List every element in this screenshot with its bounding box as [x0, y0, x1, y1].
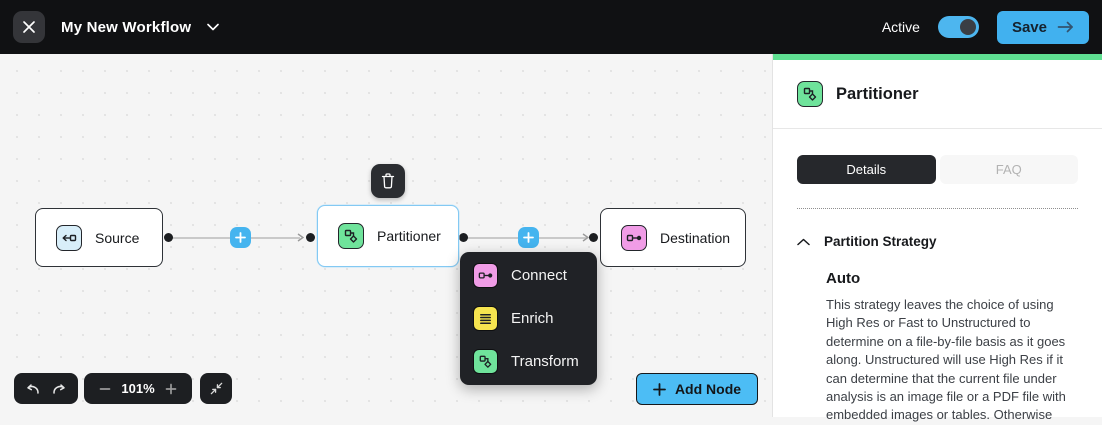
save-label: Save [1011, 18, 1047, 36]
edge-arrowhead-icon [582, 233, 589, 242]
transform-icon [473, 349, 498, 374]
add-node-button[interactable]: Add Node [636, 373, 758, 405]
menu-item-enrich[interactable]: Enrich [460, 297, 597, 340]
edge-handle-dot[interactable] [164, 233, 173, 242]
chevron-down-icon[interactable] [207, 23, 220, 31]
partitioner-icon [797, 81, 823, 107]
trash-icon [381, 173, 395, 189]
menu-item-label: Enrich [511, 310, 554, 327]
zoom-out-button[interactable] [91, 373, 119, 404]
menu-item-label: Connect [511, 267, 567, 284]
edge-arrowhead-icon [297, 233, 304, 242]
strategy-description: This strategy leaves the choice of using… [826, 297, 1066, 423]
source-icon [56, 224, 82, 251]
zoom-controls: 101% [84, 373, 192, 404]
add-node-between-button[interactable] [518, 227, 539, 248]
workflow-title: My New Workflow [61, 18, 192, 36]
fit-view-controls [200, 373, 232, 404]
save-button[interactable]: Save [996, 10, 1089, 44]
menu-item-transform[interactable]: Transform [460, 340, 597, 383]
node-settings-panel: Partitioner Details FAQ Partition Strate… [772, 54, 1102, 422]
topbar: My New Workflow Active Save [0, 0, 1102, 54]
undo-icon [27, 384, 39, 394]
node-label: Source [95, 229, 140, 246]
plus-icon [165, 383, 177, 394]
dotted-divider [797, 208, 1078, 209]
toggle-knob [959, 19, 976, 35]
plus-icon [235, 232, 246, 243]
menu-item-label: Transform [511, 353, 579, 370]
workflow-canvas[interactable]: Source Partitioner Destination [0, 54, 772, 417]
panel-accent-strip [773, 54, 1102, 60]
tab-details[interactable]: Details [797, 155, 936, 184]
panel-title: Partitioner [836, 84, 919, 103]
chevron-up-icon [797, 238, 810, 245]
close-icon [23, 21, 35, 33]
active-label: Active [881, 19, 920, 35]
redo-button[interactable] [46, 373, 74, 404]
node-partitioner[interactable]: Partitioner [317, 205, 459, 267]
active-toggle[interactable] [937, 16, 979, 38]
close-button[interactable] [13, 11, 45, 43]
zoom-in-button[interactable] [157, 373, 185, 404]
edge-handle-dot[interactable] [459, 233, 468, 242]
zoom-level: 101% [121, 381, 155, 396]
strategy-name: Auto [826, 270, 861, 287]
add-node-label: Add Node [674, 381, 742, 397]
menu-item-connect[interactable]: Connect [460, 254, 597, 297]
partitioner-icon [338, 223, 364, 249]
plus-icon [523, 232, 534, 243]
panel-tabs: Details FAQ [797, 155, 1078, 184]
destination-icon [621, 224, 647, 251]
enrich-icon [473, 306, 498, 331]
section-heading: Partition Strategy [824, 234, 937, 249]
node-label: Partitioner [377, 228, 441, 244]
fit-view-button[interactable] [202, 373, 230, 404]
partition-strategy-section-header[interactable]: Partition Strategy [797, 234, 1078, 249]
undo-button[interactable] [18, 373, 46, 404]
node-type-menu: Connect Enrich Transform [460, 252, 597, 385]
connect-icon [473, 263, 498, 288]
plus-icon [653, 382, 666, 396]
node-destination[interactable]: Destination [600, 208, 746, 267]
arrow-right-icon [1057, 21, 1073, 33]
redo-icon [53, 384, 65, 394]
edge-handle-dot[interactable] [306, 233, 315, 242]
delete-node-button[interactable] [371, 164, 405, 198]
node-label: Destination [660, 229, 731, 246]
minus-icon [99, 387, 111, 390]
history-controls [14, 373, 78, 404]
panel-header: Partitioner [773, 60, 1102, 129]
edge-handle-dot[interactable] [589, 233, 598, 242]
tab-faq[interactable]: FAQ [939, 155, 1078, 184]
collapse-icon [210, 382, 222, 395]
node-source[interactable]: Source [35, 208, 163, 267]
add-node-between-button[interactable] [230, 227, 251, 248]
